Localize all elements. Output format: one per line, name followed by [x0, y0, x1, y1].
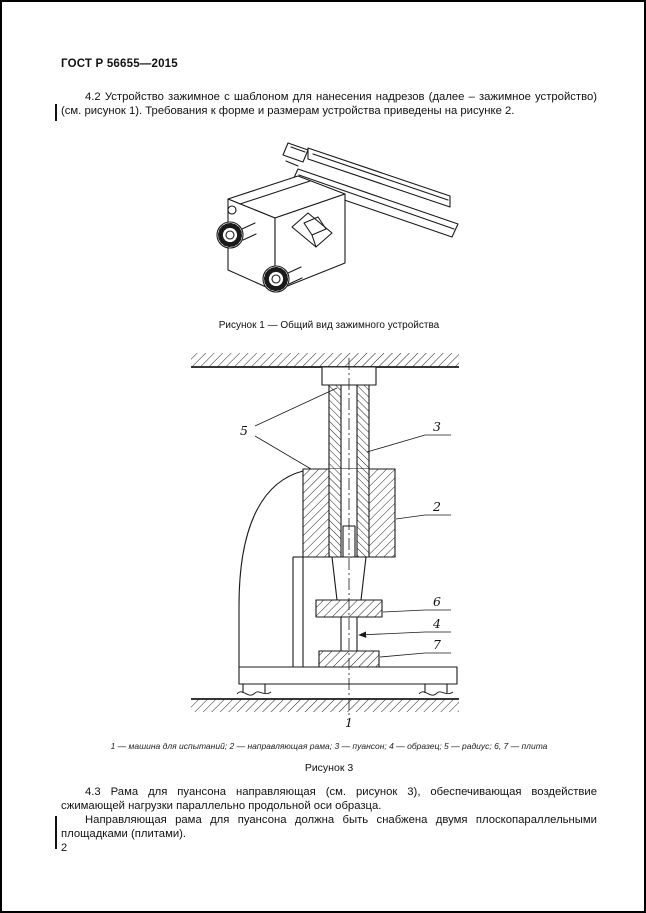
support-buttress	[238, 470, 304, 667]
paragraph-4-3: 4.3 Рама для пуансона направляющая (см. …	[61, 786, 597, 812]
section-4-3: 4.3 Рама для пуансона направляющая (см. …	[61, 785, 597, 841]
doc-code: ГОСТ Р 56655—2015	[61, 58, 178, 70]
figure3-legend: 1 — машина для испытаний; 2 — направляющ…	[110, 741, 548, 751]
revision-bar	[55, 104, 57, 121]
figure3-label-radius: 5	[240, 422, 248, 438]
clamp-isometric-icon	[216, 142, 459, 293]
figure3-label-plate-7: 7	[433, 636, 441, 652]
press-section-icon	[191, 353, 459, 716]
machine-base	[191, 698, 459, 712]
figure3-label-plate-6: 6	[433, 593, 441, 609]
figure3-label-frame: 2	[433, 498, 441, 514]
section-4-2: 4.2 Устройство зажимное с шаблоном для н…	[61, 90, 597, 118]
page-number: 2	[61, 842, 68, 854]
base-plate	[236, 666, 458, 696]
punch	[328, 384, 370, 601]
paragraph-4-3-cont: Направляющая рама для пуансона должна бы…	[61, 814, 597, 840]
figure3-drawing: 5 3 2 6 4 7 1	[185, 348, 465, 733]
figure3-label-specimen: 4	[433, 615, 441, 631]
paragraph-4-2: 4.2 Устройство зажимное с шаблоном для н…	[61, 91, 597, 117]
machine-crosshead	[191, 353, 459, 368]
revision-bar	[55, 816, 57, 849]
figure3-caption: Рисунок 3	[304, 762, 354, 774]
figure1-drawing	[212, 139, 464, 311]
figure1-caption: Рисунок 1 — Общий вид зажимного устройст…	[218, 320, 440, 331]
figure3-label-machine: 1	[345, 714, 353, 730]
figure3-label-punch: 3	[433, 418, 441, 434]
leader-lines	[254, 387, 451, 658]
